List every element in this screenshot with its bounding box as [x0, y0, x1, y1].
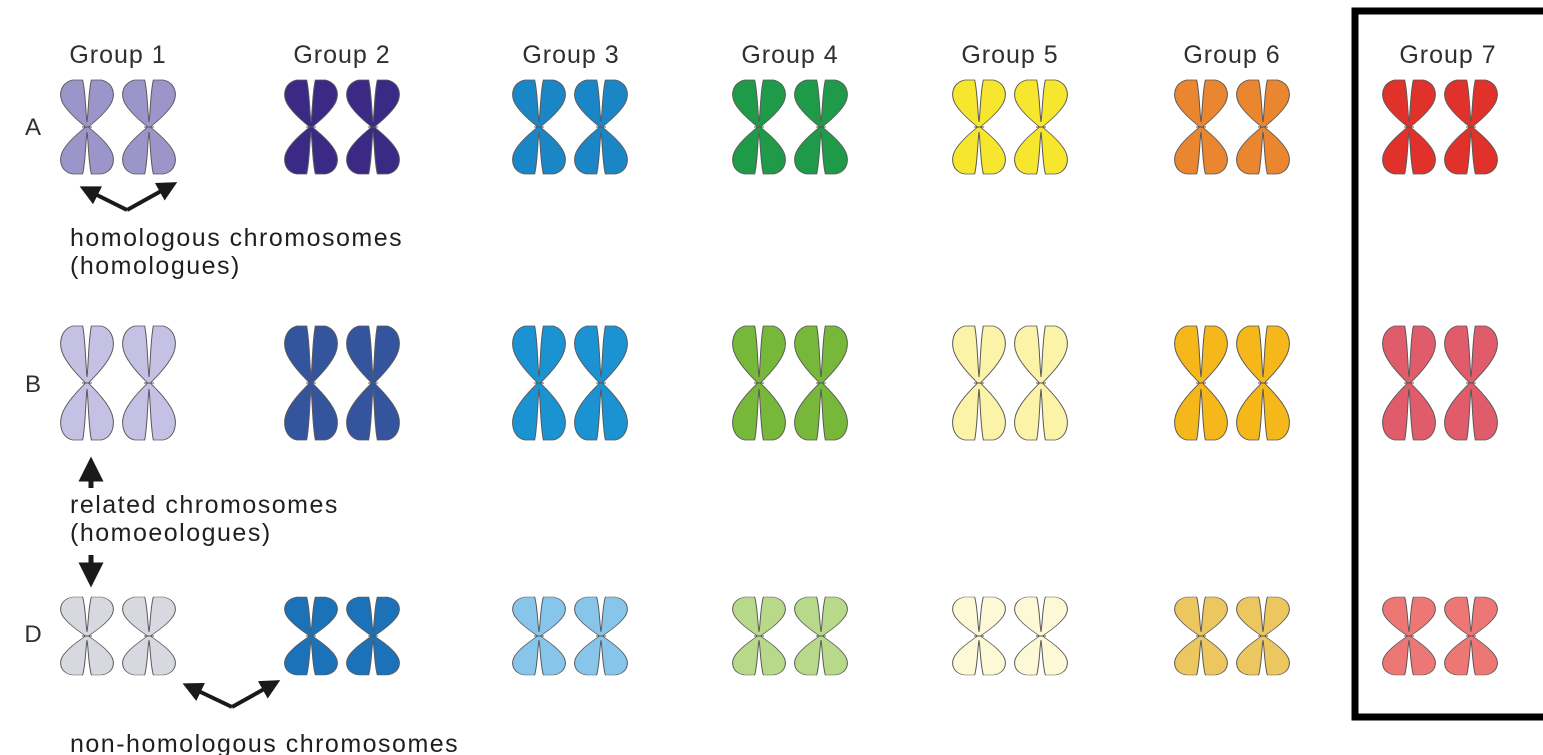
homoeologues-label-line2: (homoeologues) [70, 519, 272, 547]
genome-row-a [61, 80, 1498, 174]
homologous-arrows [85, 185, 172, 210]
group-header-1: Group 1 [69, 41, 166, 69]
genome-label-b: B [25, 371, 41, 398]
nonhomologous-arrows [188, 683, 275, 707]
genome-label-a: A [25, 114, 41, 141]
group-header-5: Group 5 [961, 41, 1058, 69]
genome-labels: A B D [24, 114, 41, 648]
homoeologues-label-line1: related chromosomes [70, 491, 339, 519]
group-header-7: Group 7 [1399, 41, 1496, 69]
homologues-label-line2: (homologues) [70, 252, 241, 280]
group-header-2: Group 2 [293, 41, 390, 69]
genome-row-d [61, 597, 1498, 675]
nonhomologous-label-line1: non-homologous chromosomes [70, 730, 459, 755]
genome-row-b [61, 326, 1498, 440]
group-header-3: Group 3 [522, 41, 619, 69]
genome-label-d: D [24, 621, 41, 648]
homologues-label-line1: homologous chromosomes [70, 224, 403, 252]
group-header-4: Group 4 [741, 41, 838, 69]
group-headers: Group 1 Group 2 Group 3 Group 4 Group 5 … [69, 41, 1496, 69]
group-header-6: Group 6 [1183, 41, 1280, 69]
